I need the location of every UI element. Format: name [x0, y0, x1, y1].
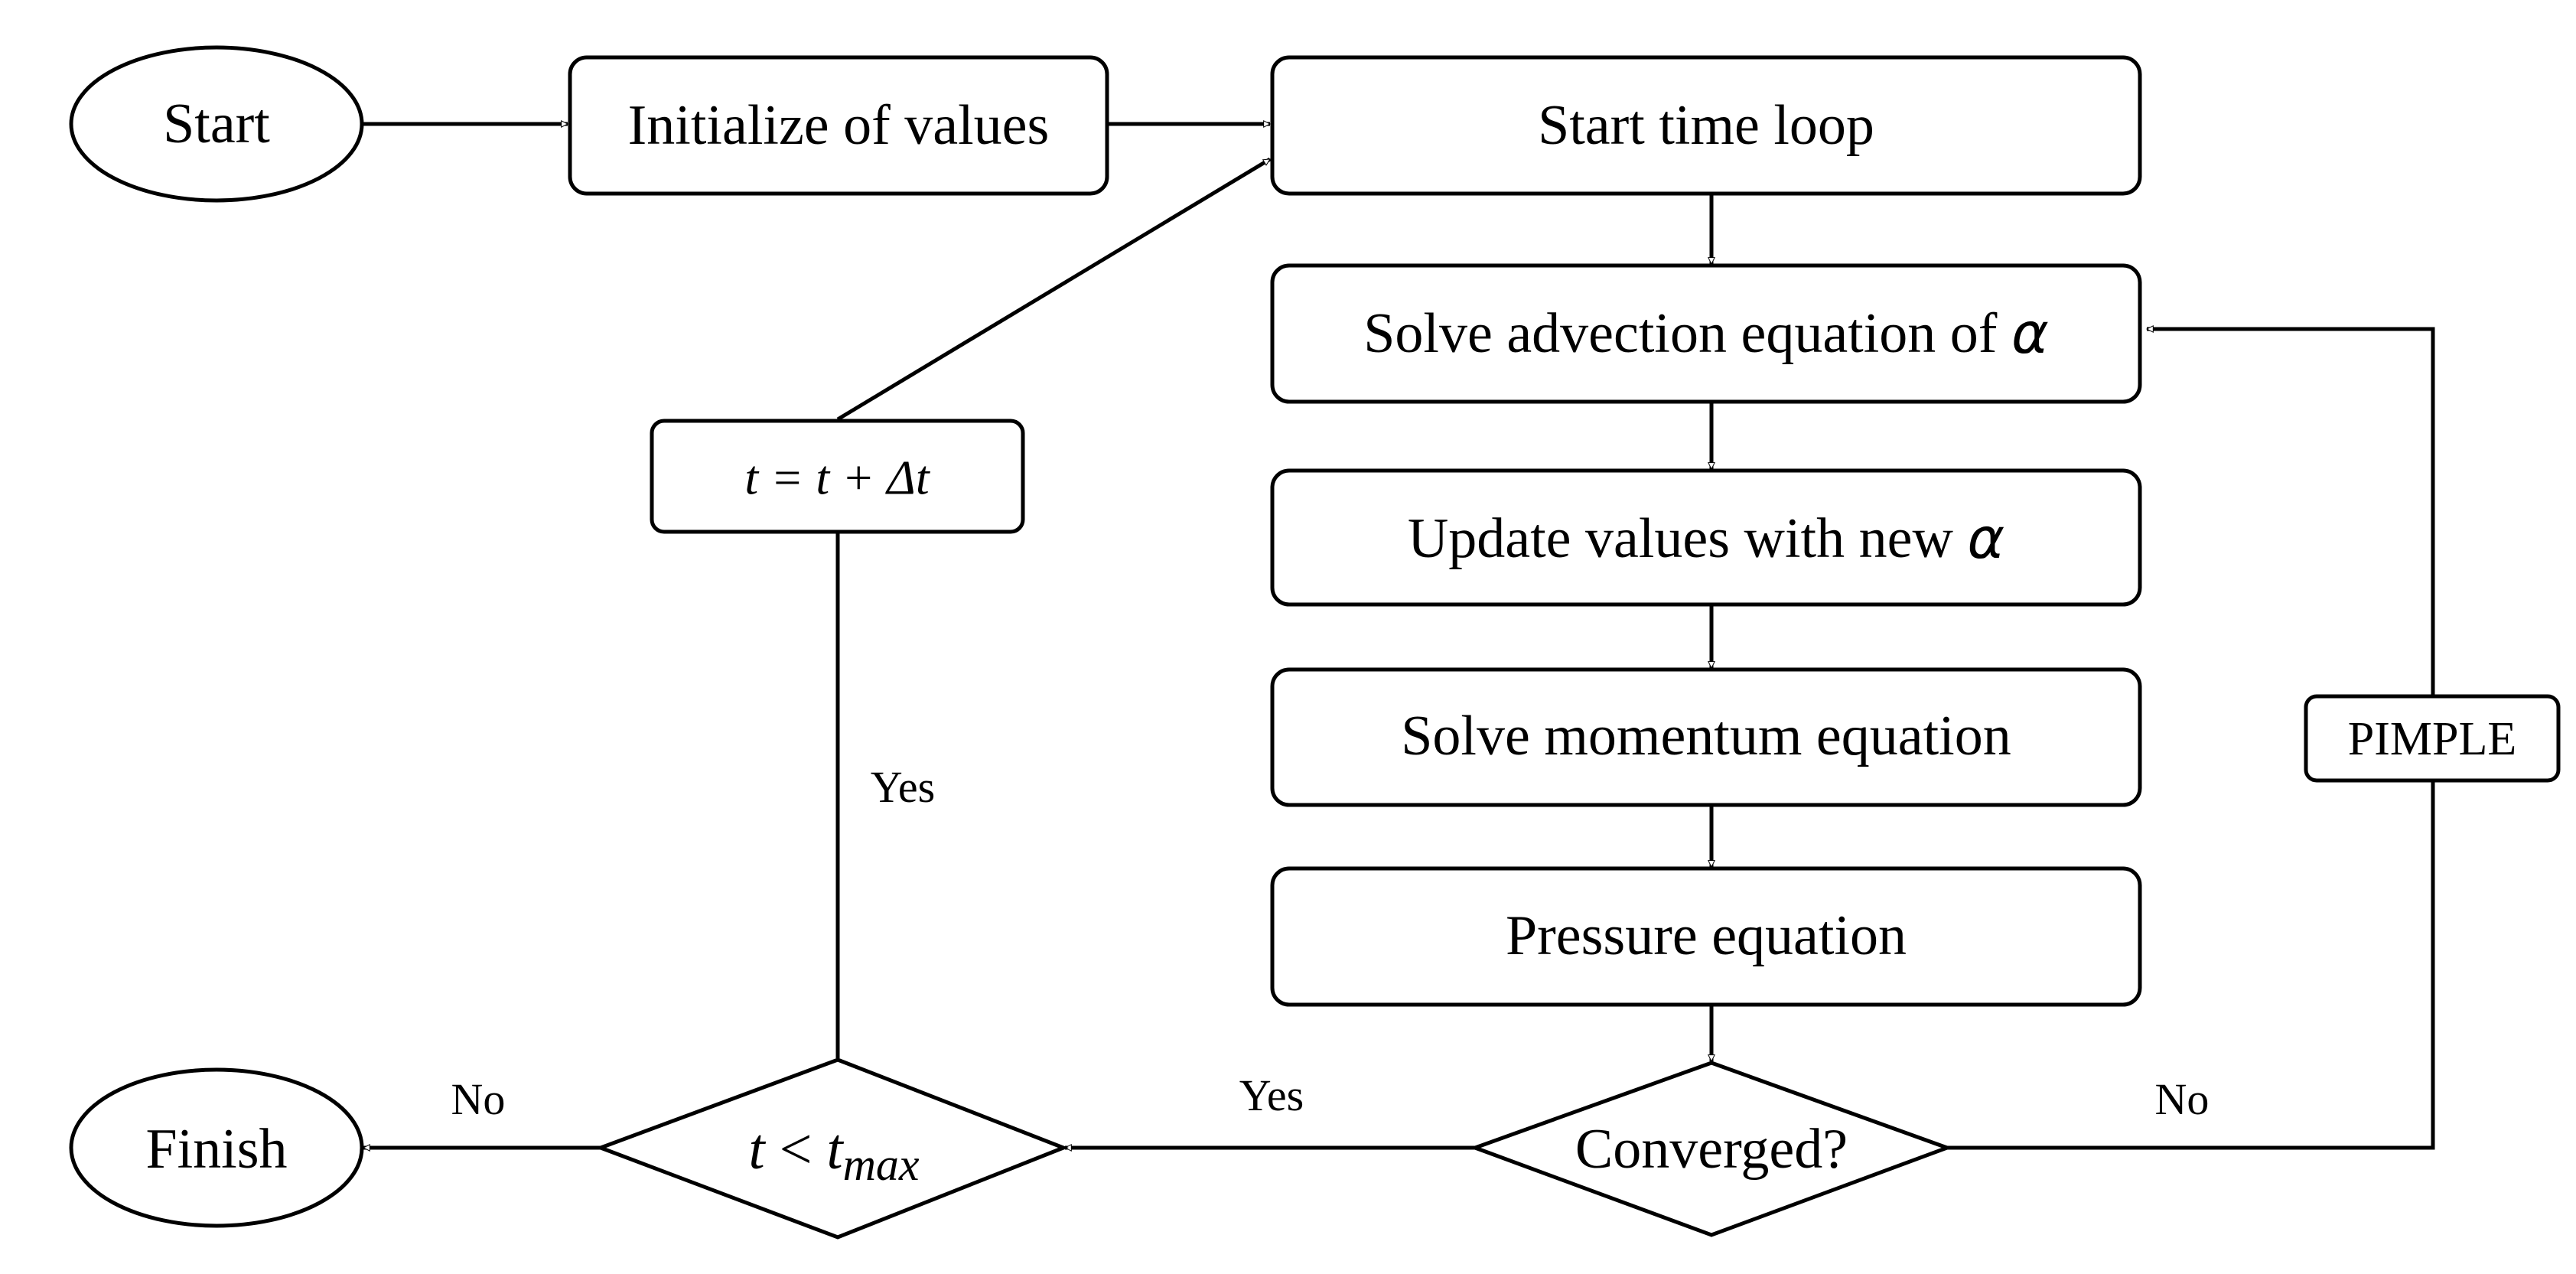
terminator-shape	[69, 45, 364, 203]
edge-label-time-no: No	[451, 1074, 506, 1124]
node-time-loop: Start time loop	[1270, 55, 2142, 196]
process-shape	[1270, 263, 2142, 404]
node-finish: Finish	[69, 1067, 364, 1228]
node-start-label: Start	[163, 93, 270, 155]
node-converged: Converged?	[1469, 1061, 1953, 1237]
edge-timestep-timeloop	[836, 157, 1272, 422]
alpha-symbol: α	[2011, 301, 2049, 367]
terminator-shape	[69, 1067, 364, 1228]
process-shape	[568, 55, 1109, 196]
process-shape	[1270, 55, 2142, 196]
process-shape	[1270, 468, 2142, 607]
node-momentum: Solve momentum equation	[1270, 667, 2142, 807]
time-limit: t	[826, 1117, 844, 1181]
time-limit-subscript: max	[843, 1139, 920, 1190]
time-var: t	[748, 1117, 766, 1181]
edge-label-converged-no: No	[2155, 1074, 2210, 1124]
edge-labels: No Yes No Yes	[451, 762, 2210, 1124]
edge-label-converged-yes: Yes	[1239, 1070, 1304, 1120]
node-pressure-label: Pressure equation	[1506, 904, 1907, 967]
process-shape	[1270, 866, 2142, 1007]
node-time-step-label: t = t + Δt	[744, 451, 931, 505]
pimple-label-box	[2304, 694, 2561, 783]
node-time-step: t = t + Δt	[650, 419, 1025, 534]
edge-label-time-yes: Yes	[871, 762, 935, 812]
process-shape	[1270, 667, 2142, 807]
node-start: Start	[69, 45, 364, 203]
node-time-check: t < tmax	[594, 1057, 1069, 1240]
node-pimple-label: PIMPLE	[2348, 713, 2516, 765]
node-converged-label: Converged?	[1575, 1118, 1848, 1181]
node-pimple: PIMPLE	[2304, 694, 2561, 783]
decision-shape	[1469, 1061, 1953, 1237]
node-initialize: Initialize of values	[568, 55, 1109, 196]
process-shape	[650, 419, 1025, 534]
node-advection-label: Solve advection equation of α	[1363, 301, 2048, 367]
advection-text: Solve advection equation of	[1363, 302, 2011, 365]
node-time-loop-label: Start time loop	[1538, 94, 1874, 157]
node-update-label: Update values with new α	[1408, 506, 2004, 572]
time-op: <	[765, 1117, 827, 1181]
node-pressure: Pressure equation	[1270, 866, 2142, 1007]
update-text: Update values with new	[1408, 507, 1968, 570]
node-initialize-label: Initialize of values	[628, 94, 1050, 157]
node-time-check-label: t < tmax	[748, 1117, 919, 1190]
node-momentum-label: Solve momentum equation	[1401, 705, 2011, 767]
alpha-symbol: α	[1967, 506, 2004, 572]
node-advection: Solve advection equation of α	[1270, 263, 2142, 404]
edges	[363, 124, 2435, 1148]
node-update: Update values with new α	[1270, 468, 2142, 607]
node-finish-label: Finish	[145, 1118, 287, 1181]
decision-shape	[594, 1057, 1069, 1240]
